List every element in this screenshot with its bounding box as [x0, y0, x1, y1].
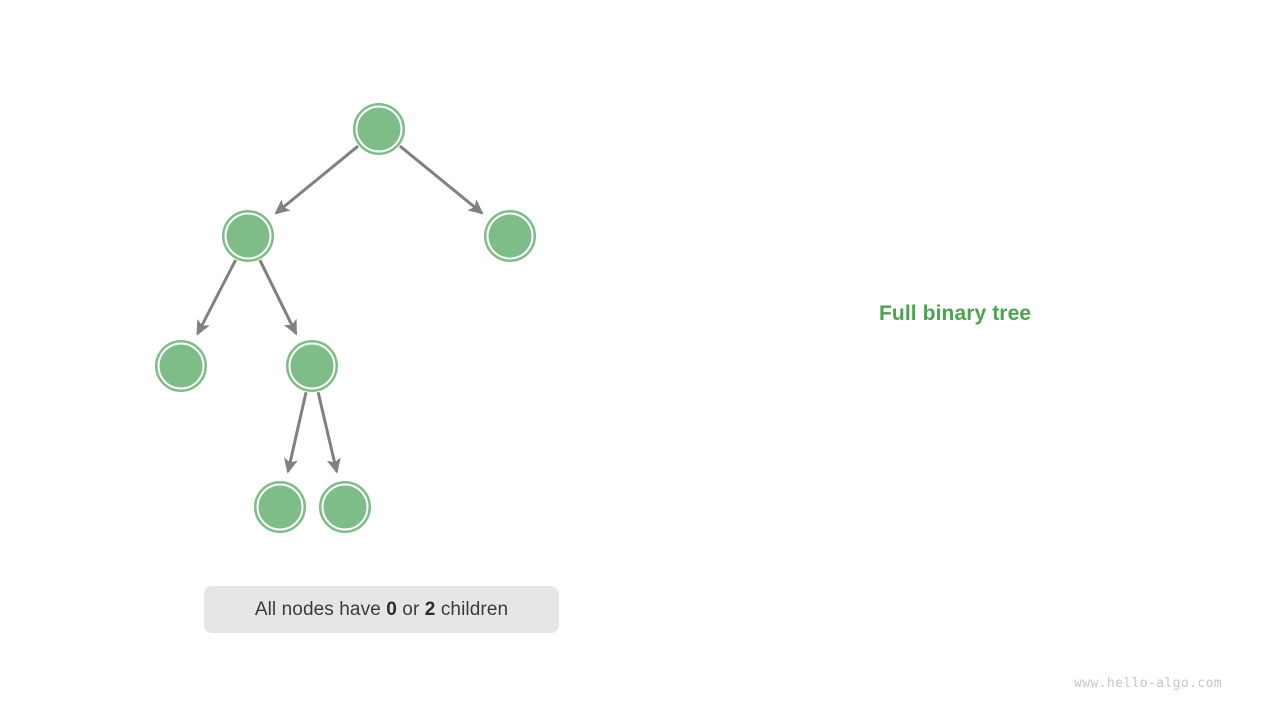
caption-prefix: All nodes have: [254, 598, 387, 620]
tree-edge-layer: [196, 144, 484, 474]
tree-node-inner-ring: [224, 212, 272, 260]
tree-node[interactable]: [155, 340, 207, 392]
caption-bold-zero: 0: [386, 598, 397, 620]
tree-node-inner-ring: [256, 483, 304, 531]
caption-suffix: children: [435, 598, 509, 620]
tree-node[interactable]: [353, 103, 405, 155]
caption-middle: or: [396, 598, 425, 620]
tree-edge: [284, 391, 308, 474]
tree-node[interactable]: [319, 481, 371, 533]
tree-edge: [398, 144, 484, 215]
tree-node-body: [227, 215, 269, 257]
tree-node-body: [259, 486, 301, 528]
tree-node-inner-ring: [157, 342, 205, 390]
tree-edge: [196, 259, 237, 336]
tree-node[interactable]: [254, 481, 306, 533]
caption-box: All nodes have 0 or 2 children: [204, 586, 559, 633]
tree-node-inner-ring: [288, 342, 336, 390]
tree-node-body: [291, 345, 333, 387]
tree-node-inner-ring: [355, 105, 403, 153]
watermark: www.hello-algo.com: [1074, 676, 1223, 691]
tree-node-inner-ring: [321, 483, 369, 531]
tree-node-inner-ring: [486, 212, 534, 260]
tree-edge: [258, 259, 298, 336]
tree-node[interactable]: [222, 210, 274, 262]
tree-node-body: [358, 108, 400, 150]
page-title: Full binary tree: [879, 302, 1032, 325]
tree-node-body: [324, 486, 366, 528]
tree-edge: [316, 391, 341, 474]
tree-node-body: [489, 215, 531, 257]
tree-node[interactable]: [286, 340, 338, 392]
caption-bold-two: 2: [424, 598, 436, 620]
tree-node-body: [160, 345, 202, 387]
tree-node-layer: [155, 103, 536, 533]
tree-node[interactable]: [484, 210, 536, 262]
caption-text: All nodes have 0 or 2 children: [255, 599, 508, 621]
tree-edge: [274, 144, 360, 215]
